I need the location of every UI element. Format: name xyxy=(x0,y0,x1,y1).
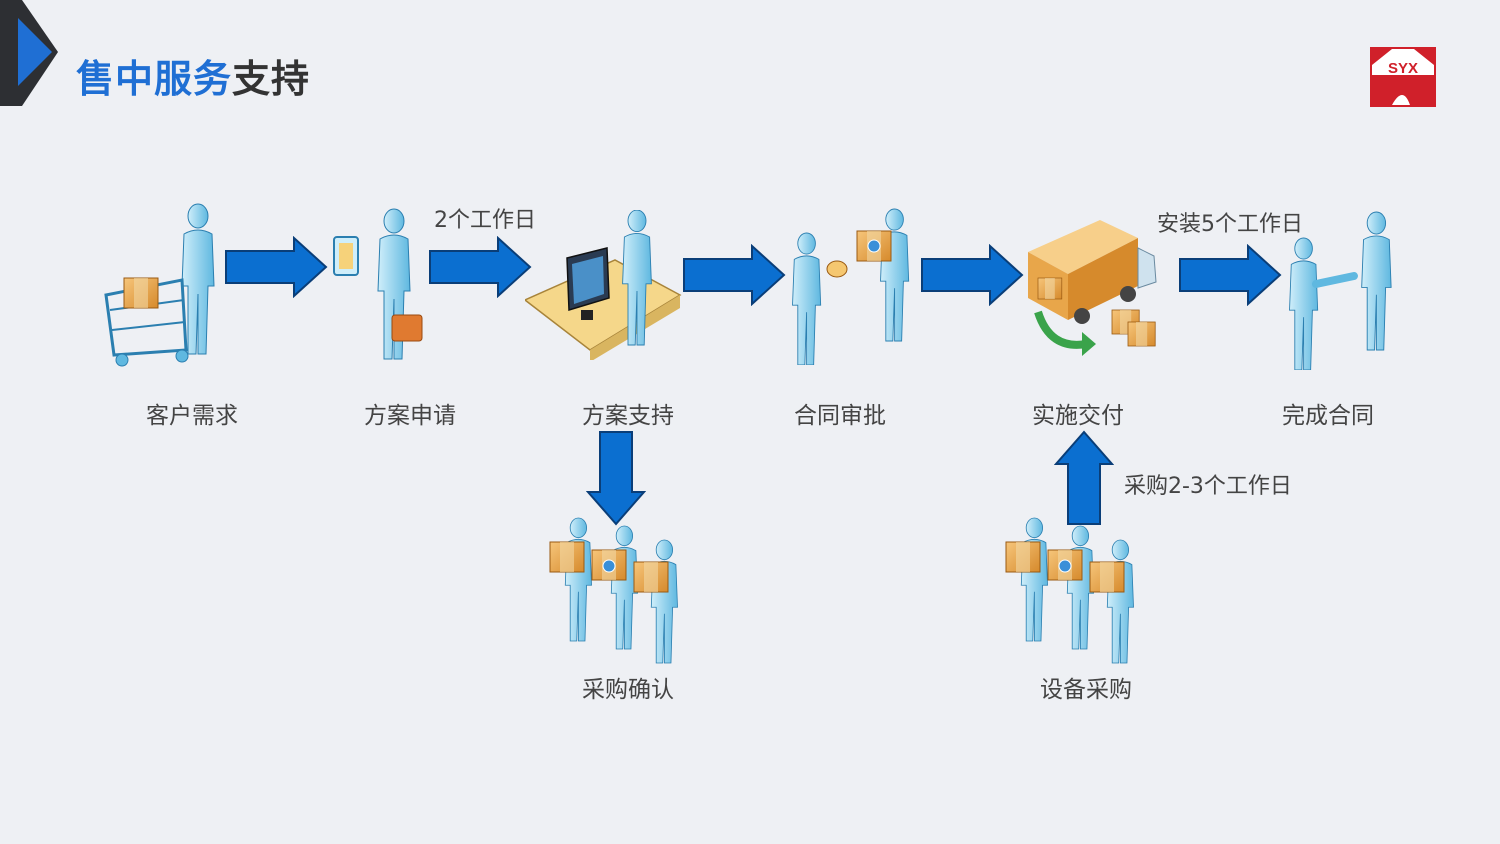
equipment-purchase-icon xyxy=(1005,517,1134,664)
delivery-truck-icon xyxy=(1028,220,1157,356)
note-purchase-time: 采购2-3个工作日 xyxy=(1124,474,1292,499)
contract-approval-icon xyxy=(792,208,910,365)
page-title-accent: 售中服务 xyxy=(76,57,233,101)
note-plan-time: 2个工作日 xyxy=(434,208,536,233)
arrow-right-2 xyxy=(429,236,532,298)
logo-text: SYX xyxy=(1388,60,1418,77)
arrow-right-5 xyxy=(1179,244,1282,306)
note-install-time: 安装5个工作日 xyxy=(1157,212,1303,237)
step-label-delivery: 实施交付 xyxy=(1032,403,1124,429)
step-label-equipment-purchase: 设备采购 xyxy=(1040,677,1132,703)
step-label-plan-support: 方案支持 xyxy=(582,403,674,429)
step-label-customer-demand: 客户需求 xyxy=(146,403,238,429)
arrow-right-1 xyxy=(225,236,328,298)
customer-cart-icon xyxy=(104,203,215,367)
arrow-right-4 xyxy=(921,244,1024,306)
company-logo: SYX xyxy=(1370,47,1436,107)
step-label-contract-approval: 合同审批 xyxy=(794,403,886,429)
arrow-right-3 xyxy=(683,244,786,306)
corner-chevron-decoration xyxy=(0,0,58,106)
page-title-rest: 支持 xyxy=(232,57,311,101)
step-label-purchase-confirm: 采购确认 xyxy=(582,677,674,703)
handshake-icon xyxy=(1289,211,1392,370)
purchase-confirm-icon xyxy=(549,517,678,664)
arrow-down xyxy=(586,431,646,526)
step-label-plan-request: 方案申请 xyxy=(364,403,456,429)
step-label-complete-contract: 完成合同 xyxy=(1282,403,1374,429)
arrow-up xyxy=(1054,430,1114,525)
plan-request-icon xyxy=(333,208,423,360)
plan-support-icon xyxy=(525,210,682,360)
page-title: 售中服务支持 xyxy=(76,48,310,103)
